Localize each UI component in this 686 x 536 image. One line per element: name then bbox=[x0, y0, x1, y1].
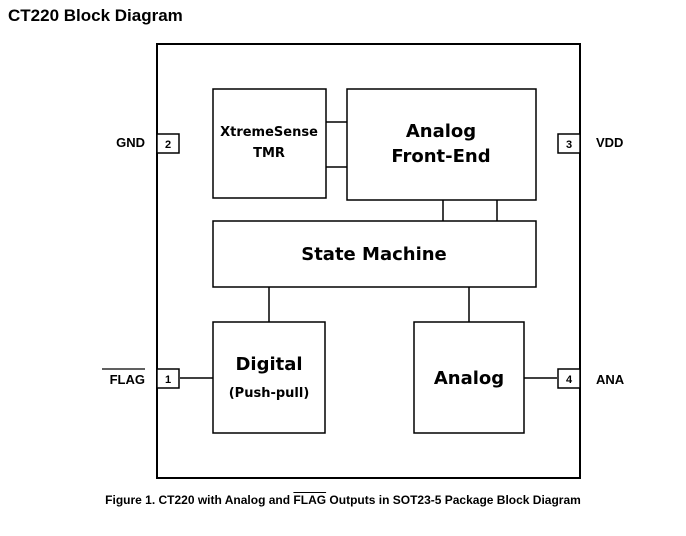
pin-ana-number: 4 bbox=[566, 374, 573, 386]
pin-flag: 1 FLAG bbox=[102, 368, 180, 389]
pin-gnd-name: GND bbox=[116, 135, 145, 150]
afe-block-label-line1: Analog bbox=[406, 121, 476, 142]
pin-vdd-box bbox=[557, 133, 581, 154]
state-machine-label: State Machine bbox=[301, 244, 447, 265]
caption-suffix: Outputs in SOT23-5 Package Block Diagram bbox=[326, 493, 581, 507]
pin-ana-box bbox=[557, 368, 581, 389]
pin-ana-name: ANA bbox=[596, 372, 625, 387]
analog-block bbox=[413, 321, 525, 434]
connection-lines bbox=[180, 121, 557, 379]
pin-flag-name: FLAG bbox=[110, 372, 145, 387]
digital-block-label-line1: Digital bbox=[235, 354, 302, 375]
package-outline bbox=[156, 43, 581, 479]
state-machine-block bbox=[212, 220, 537, 288]
pin-ana: 4 ANA bbox=[557, 368, 625, 389]
pin-vdd: 3 VDD bbox=[557, 133, 623, 154]
pin-gnd-box bbox=[156, 133, 180, 154]
caption-flag-overlined: FLAG bbox=[293, 493, 327, 507]
tmr-block-label-line2: TMR bbox=[253, 146, 285, 161]
tmr-block-label-line1: XtremeSense bbox=[220, 125, 318, 140]
pin-flag-number: 1 bbox=[165, 374, 171, 386]
pin-gnd-number: 2 bbox=[165, 139, 171, 151]
afe-block bbox=[346, 88, 537, 201]
diagram-heading: CT220 Block Diagram bbox=[8, 6, 183, 25]
figure-caption: Figure 1. CT220 with Analog and FLAG Out… bbox=[0, 493, 686, 507]
pin-vdd-name: VDD bbox=[596, 135, 623, 150]
caption-prefix: Figure 1. CT220 with Analog and bbox=[105, 493, 294, 507]
afe-block-label-line2: Front-End bbox=[391, 146, 490, 167]
pin-flag-box bbox=[156, 368, 180, 389]
tmr-block bbox=[212, 88, 327, 199]
digital-block-label-line2: (Push-pull) bbox=[229, 386, 310, 401]
digital-block bbox=[212, 321, 326, 434]
analog-block-label: Analog bbox=[434, 368, 504, 389]
pin-gnd: 2 GND bbox=[116, 133, 180, 154]
pin-vdd-number: 3 bbox=[566, 139, 572, 151]
